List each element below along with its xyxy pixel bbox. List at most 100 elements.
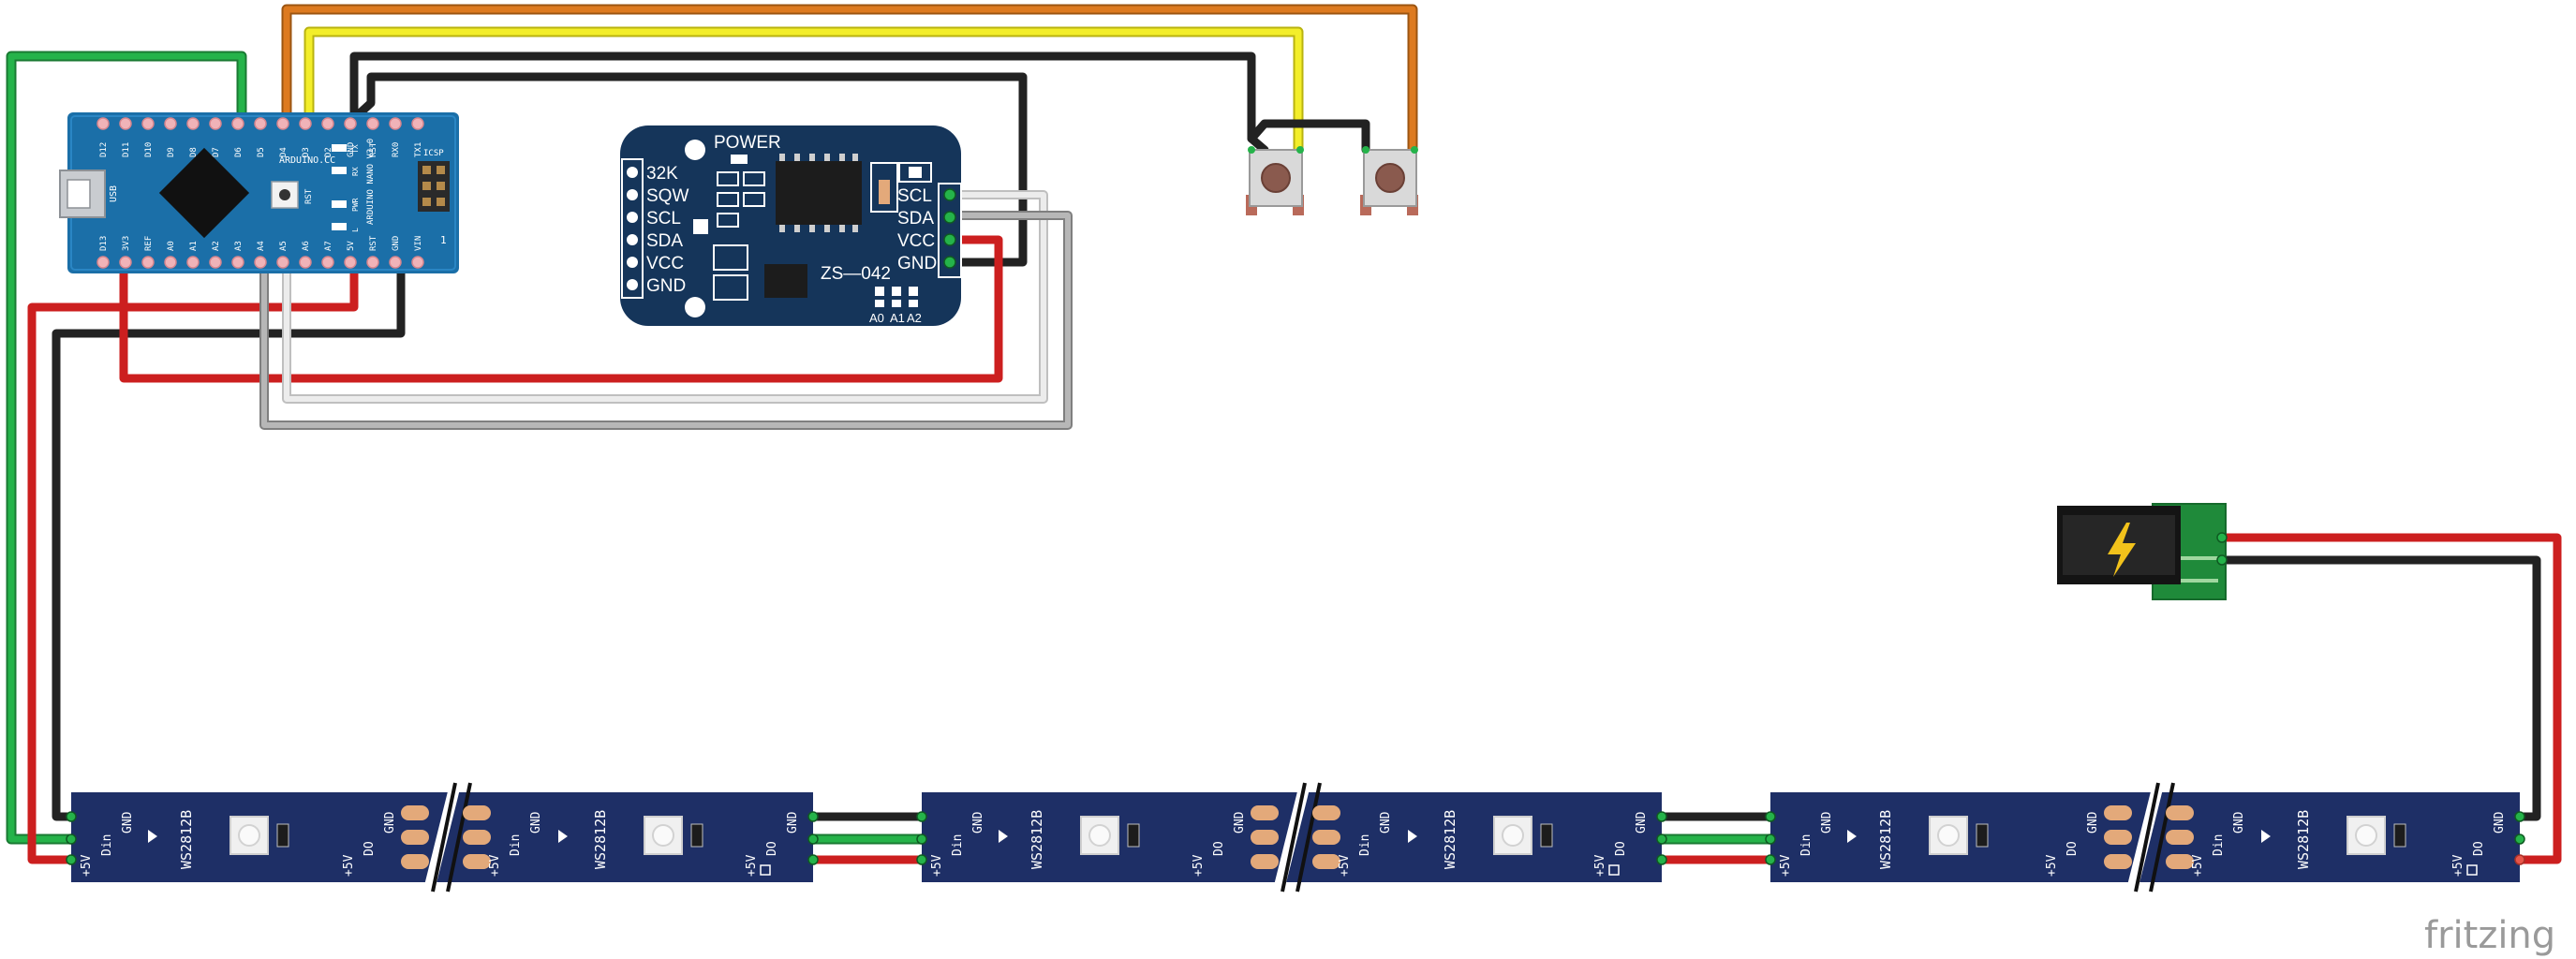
wire-black-gnd-strip[interactable] xyxy=(52,250,406,821)
strip-terminal-0-0-2[interactable] xyxy=(66,854,77,865)
wire-white-a5-scl-core xyxy=(284,192,1046,402)
strip-terminal-2-1-0[interactable] xyxy=(2514,811,2525,822)
strip-cut-mark-1-2 xyxy=(1295,782,1322,893)
rtc-smd-components xyxy=(713,162,932,301)
arduino-pin-bottom-vin-14[interactable] xyxy=(411,256,424,269)
arduino-pin-top-d12-0[interactable] xyxy=(96,117,110,130)
arduino-pin-top-d7-5[interactable] xyxy=(209,117,222,130)
mcu-chip xyxy=(158,147,250,239)
strip-label-gnd-out-1-b: GND xyxy=(1635,811,1649,834)
arduino-pin-bottom-a2-5[interactable] xyxy=(209,256,222,269)
button-1[interactable] xyxy=(1246,146,1304,215)
strip-terminal-2-0-2[interactable] xyxy=(1765,854,1776,865)
strip-label-5v-in-0-b: +5V xyxy=(488,854,502,877)
arduino-pin-top-d11-1[interactable] xyxy=(119,117,132,130)
arduino-pin-label-top-10: D2 xyxy=(324,147,333,157)
arduino-pin-bottom-a5-8[interactable] xyxy=(276,256,289,269)
arduino-pin-top-tx1-14[interactable] xyxy=(411,117,424,130)
strip-label-data-out-2-b: DO xyxy=(2472,841,2486,856)
wire-red-jack-strip[interactable] xyxy=(2215,533,2562,864)
arduino-pin-top-d6-6[interactable] xyxy=(231,117,244,130)
strip-pad-1-a-2 xyxy=(1251,854,1279,869)
strip-terminal-1-1-2[interactable] xyxy=(1656,854,1667,865)
strip-terminal-0-0-0[interactable] xyxy=(66,811,77,822)
rtc-left-pin-sda[interactable] xyxy=(627,234,638,245)
strip-terminal-2-0-1[interactable] xyxy=(1765,834,1776,845)
rtc-left-pin-32k[interactable] xyxy=(627,167,638,178)
arduino-pin-top-rst-12[interactable] xyxy=(366,117,379,130)
wire-red-5v-strip[interactable] xyxy=(27,250,359,864)
arduino-pin-label-top-7: D5 xyxy=(257,147,266,157)
strip-terminal-0-0-1[interactable] xyxy=(66,834,77,845)
wire-black-gnd-rtc[interactable] xyxy=(344,72,1028,267)
arduino-pin-bottom-ref-2[interactable] xyxy=(141,256,155,269)
strip-terminal-0-1-2[interactable] xyxy=(807,854,819,865)
arduino-pin-bottom-5v-11[interactable] xyxy=(344,256,357,269)
rtc-addr-a1: A1 xyxy=(890,311,905,325)
strip-label-gnd-out-0-b: GND xyxy=(786,811,800,834)
arduino-pin-bottom-a7-10[interactable] xyxy=(321,256,334,269)
arduino-pin-label-bottom-9: A6 xyxy=(302,241,311,251)
strip-terminal-0-1-0[interactable] xyxy=(807,811,819,822)
arduino-pin-top-d3-9[interactable] xyxy=(299,117,312,130)
strip-pad-0-b-1 xyxy=(463,830,491,845)
button-2[interactable] xyxy=(1360,146,1418,215)
arduino-pin-bottom-a4-7[interactable] xyxy=(254,256,267,269)
strip-terminal-1-0-0[interactable] xyxy=(916,811,927,822)
arduino-pin-bottom-a3-6[interactable] xyxy=(231,256,244,269)
arduino-pin-top-d5-7[interactable] xyxy=(254,117,267,130)
strip-terminal-0-1-1[interactable] xyxy=(807,834,819,845)
arduino-brand: ARDUINO.CC xyxy=(279,155,335,166)
arduino-pin-top-rx0-13[interactable] xyxy=(389,117,402,130)
strip-terminal-2-0-0[interactable] xyxy=(1765,811,1776,822)
strip-terminal-2-1-1[interactable] xyxy=(2514,834,2525,845)
strip-pad-0-b-2 xyxy=(463,854,491,869)
strip-led-lens-2-b xyxy=(2355,824,2377,847)
wire-black-jack-strip[interactable] xyxy=(2215,555,2541,821)
arduino-pin-top-d9-3[interactable] xyxy=(164,117,177,130)
arduino-pin-bottom-a1-4[interactable] xyxy=(186,256,200,269)
strip-pad-0-a-1 xyxy=(401,830,429,845)
rtc-right-pin-gnd[interactable] xyxy=(943,256,956,269)
arduino-pin-label-bottom-7: A4 xyxy=(257,241,266,251)
arduino-pin-bottom-gnd-13[interactable] xyxy=(389,256,402,269)
rtc-right-pin-sda[interactable] xyxy=(943,211,956,224)
led-pwr xyxy=(332,200,347,208)
arduino-board xyxy=(67,112,459,273)
rtc-right-pin-vcc[interactable] xyxy=(943,233,956,246)
strip-terminal-1-0-1[interactable] xyxy=(916,834,927,845)
rtc-left-pin-sqw[interactable] xyxy=(627,189,638,200)
arduino-pin-top-d4-8[interactable] xyxy=(276,117,289,130)
arduino-pin-bottom-rst-12[interactable] xyxy=(366,256,379,269)
button-2-terminal xyxy=(1362,146,1369,154)
arduino-pin-bottom-d13-0[interactable] xyxy=(96,256,110,269)
arduino-pin-label-bottom-1: 3V3 xyxy=(122,236,131,251)
strip-terminal-1-1-0[interactable] xyxy=(1656,811,1667,822)
strip-pad-2-b-1 xyxy=(2166,830,2194,845)
arduino-pin-top-d10-2[interactable] xyxy=(141,117,155,130)
rtc-left-pin-gnd[interactable] xyxy=(627,279,638,290)
rtc-left-pin-scl[interactable] xyxy=(627,212,638,223)
arduino-pin-top-gnd-11[interactable] xyxy=(344,117,357,130)
strip-cut-mark-0-1 xyxy=(431,782,457,893)
strip-terminal-2-1-2[interactable] xyxy=(2514,854,2525,865)
strip-chip-label-2-a: WS2812B xyxy=(1877,810,1894,869)
arduino-pin-bottom-3v3-1[interactable] xyxy=(119,256,132,269)
arduino-pin-top-d2-10[interactable] xyxy=(321,117,334,130)
strip-terminal-1-0-2[interactable] xyxy=(916,854,927,865)
arduino-pin-top-d8-4[interactable] xyxy=(186,117,200,130)
rtc-led-small xyxy=(909,167,922,178)
arduino-pin-bottom-a6-9[interactable] xyxy=(299,256,312,269)
strip-pad-2-b-0 xyxy=(2166,805,2194,820)
arduino-pin-bottom-a0-3[interactable] xyxy=(164,256,177,269)
dc-power-jack[interactable] xyxy=(2057,503,2228,600)
strip-resistor-1-b xyxy=(1540,823,1553,848)
wire-red-3v3-rtc[interactable] xyxy=(119,235,1003,383)
rtc-right-pin-scl[interactable] xyxy=(943,188,956,201)
rtc-left-pin-vcc[interactable] xyxy=(627,257,638,268)
strip-pad-2-a-0 xyxy=(2104,805,2132,820)
strip-terminal-1-1-1[interactable] xyxy=(1656,834,1667,845)
arduino-pin-label-bottom-13: GND xyxy=(392,236,401,251)
